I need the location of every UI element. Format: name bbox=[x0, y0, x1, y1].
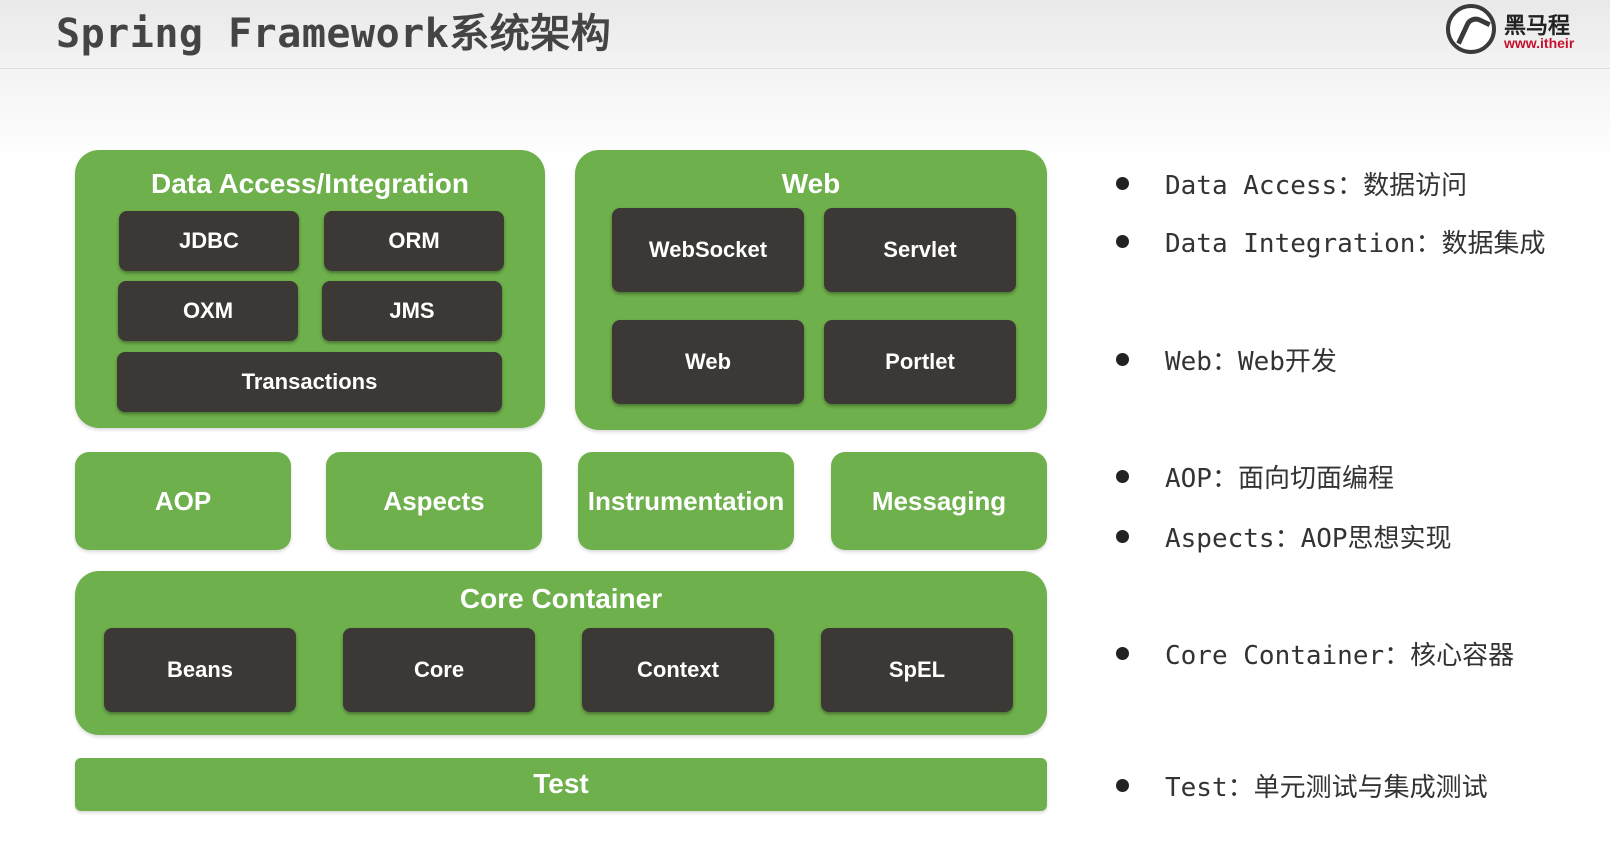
horse-logo-icon bbox=[1446, 4, 1496, 54]
module-web: Web bbox=[612, 320, 804, 404]
note-web: Web：Web开发 bbox=[1116, 339, 1337, 379]
note-test: Test：单元测试与集成测试 bbox=[1116, 765, 1488, 805]
core-container-title: Core Container bbox=[459, 583, 663, 614]
bullet-icon bbox=[1116, 176, 1129, 190]
note-text: Data Access：数据访问 bbox=[1165, 170, 1468, 201]
bullet-icon bbox=[1116, 646, 1129, 660]
note-text: Aspects：AOP思想实现 bbox=[1165, 523, 1452, 554]
note-text: Core Container：核心容器 bbox=[1165, 640, 1515, 671]
note-data-integration: Data Integration：数据集成 bbox=[1116, 221, 1545, 261]
module-core: Core bbox=[343, 628, 535, 712]
note-aop: AOP：面向切面编程 bbox=[1116, 456, 1394, 496]
module-jms: JMS bbox=[322, 281, 502, 341]
core-container-group: Core Container Beans Core Context SpEL bbox=[75, 571, 1047, 735]
test-title: Test bbox=[533, 768, 589, 799]
module-servlet: Servlet bbox=[824, 208, 1016, 292]
bullet-icon bbox=[1116, 352, 1129, 366]
header-band bbox=[0, 0, 1610, 165]
web-group-title: Web bbox=[781, 168, 841, 199]
module-aop: AOP bbox=[75, 452, 291, 550]
note-data-access: Data Access：数据访问 bbox=[1116, 163, 1467, 203]
logo-url: www.itheir bbox=[1504, 35, 1575, 51]
note-text: Test：单元测试与集成测试 bbox=[1165, 772, 1488, 803]
data-access-integration-title: Data Access/Integration bbox=[151, 168, 469, 199]
note-aspects: Aspects：AOP思想实现 bbox=[1116, 516, 1452, 556]
module-instrumentation: Instrumentation bbox=[578, 452, 794, 550]
logo-name: 黑马程 bbox=[1504, 14, 1571, 39]
bullet-icon bbox=[1116, 778, 1129, 792]
module-websocket: WebSocket bbox=[612, 208, 804, 292]
web-group: Web WebSocket Servlet Web Portlet bbox=[575, 150, 1047, 430]
bullet-icon bbox=[1116, 469, 1129, 483]
module-jdbc: JDBC bbox=[119, 211, 299, 271]
data-access-integration-group: Data Access/Integration JDBC ORM OXM JMS… bbox=[75, 150, 545, 428]
note-core-container: Core Container：核心容器 bbox=[1116, 633, 1514, 673]
note-text: Web：Web开发 bbox=[1165, 346, 1337, 377]
module-aspects: Aspects bbox=[326, 452, 542, 550]
brand-logo: 黑马程 www.itheir bbox=[1446, 4, 1610, 54]
header-divider bbox=[0, 68, 1610, 69]
module-messaging: Messaging bbox=[831, 452, 1047, 550]
module-beans: Beans bbox=[104, 628, 296, 712]
module-portlet: Portlet bbox=[824, 320, 1016, 404]
module-orm: ORM bbox=[324, 211, 504, 271]
module-transactions: Transactions bbox=[117, 352, 502, 412]
test-group: Test bbox=[75, 758, 1047, 811]
bullet-icon bbox=[1116, 529, 1129, 543]
note-text: AOP：面向切面编程 bbox=[1165, 463, 1394, 494]
note-text: Data Integration：数据集成 bbox=[1165, 228, 1546, 259]
module-oxm: OXM bbox=[118, 281, 298, 341]
slide-title: Spring Framework系统架构 bbox=[56, 11, 612, 57]
module-spel: SpEL bbox=[821, 628, 1013, 712]
bullet-icon bbox=[1116, 234, 1129, 248]
module-context: Context bbox=[582, 628, 774, 712]
